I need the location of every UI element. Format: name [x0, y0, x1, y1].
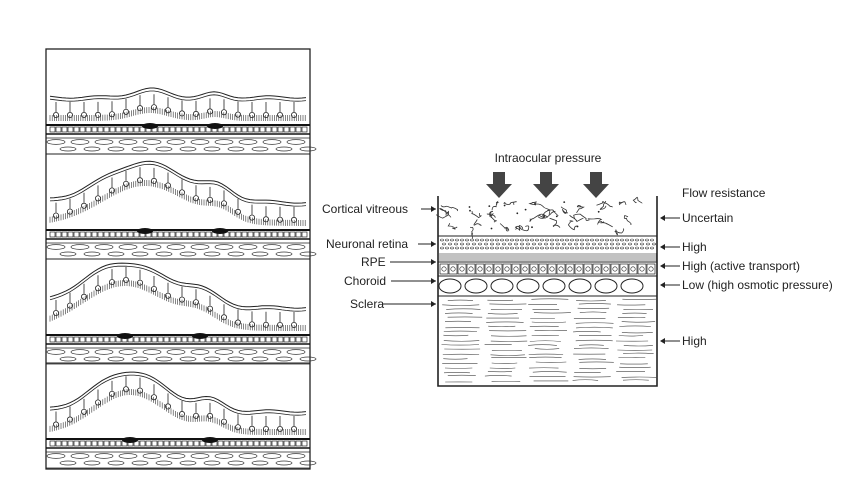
sclera-layer	[441, 298, 658, 383]
pressure-arrow-1	[486, 172, 512, 198]
flow-resistance-header: Flow resistance	[682, 186, 766, 200]
detachment-panel	[46, 153, 317, 260]
resistance-label-cortical-vitreous: Uncertain	[682, 211, 733, 225]
rpe-layer	[439, 263, 656, 275]
right-figure: Intraocular pressure Flow resistance Cor…	[322, 151, 833, 387]
resistance-labels: Uncertain High High (active transport) L…	[660, 211, 833, 348]
layer-label-sclera: Sclera	[350, 297, 384, 311]
panel-group	[46, 87, 317, 469]
neuronal-retina-layer	[439, 238, 657, 261]
detachment-panel	[46, 258, 317, 365]
resistance-label-choroid: Low (high osmotic pressure)	[682, 278, 833, 292]
layer-label-cortical-vitreous: Cortical vitreous	[322, 202, 408, 216]
pressure-arrows	[486, 172, 609, 198]
resistance-label-neuronal-retina: High	[682, 240, 707, 254]
layer-box	[435, 196, 658, 387]
detachment-panel	[46, 87, 317, 155]
layer-label-rpe: RPE	[361, 255, 386, 269]
layer-label-neuronal-retina: Neuronal retina	[326, 237, 408, 251]
detachment-panel	[46, 362, 317, 469]
pressure-arrow-3	[583, 172, 609, 198]
pressure-arrow-2	[533, 172, 559, 198]
layer-labels: Cortical vitreous Neuronal retina RPE Ch…	[322, 202, 436, 311]
resistance-label-rpe: High (active transport)	[682, 259, 800, 273]
intraocular-pressure-label: Intraocular pressure	[495, 151, 602, 165]
resistance-label-sclera: High	[682, 334, 707, 348]
layer-label-choroid: Choroid	[344, 274, 386, 288]
left-figure	[45, 48, 317, 470]
choroid-layer	[438, 278, 644, 294]
cortical-vitreous-layer	[435, 196, 643, 240]
layer-box-outline	[437, 196, 658, 387]
